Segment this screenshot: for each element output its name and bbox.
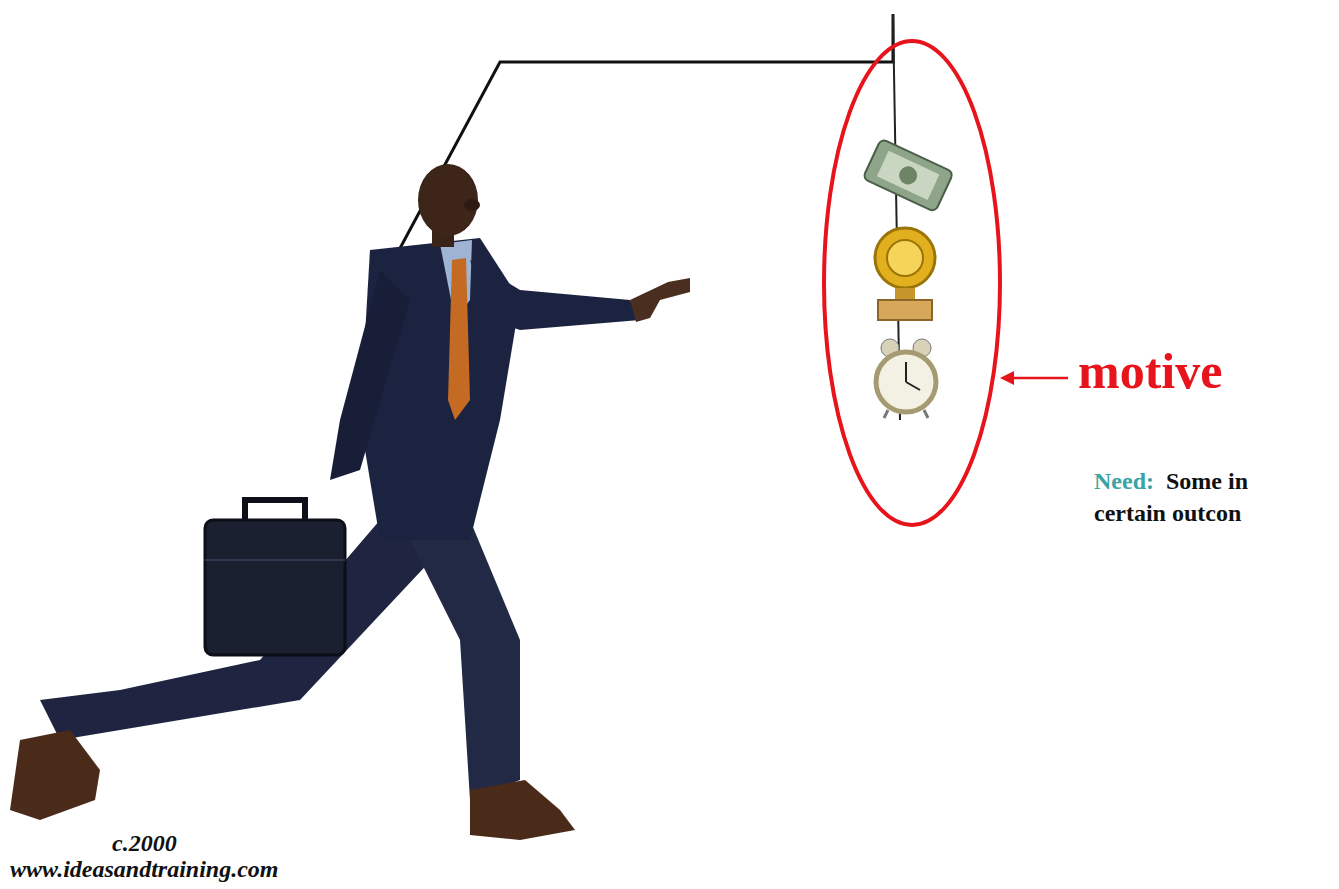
need-text: certain outcon [1094,500,1241,526]
clock-icon [876,339,936,418]
rod-line [398,14,893,252]
need-term: Need: [1094,468,1154,494]
highlight-ellipse [824,41,1000,525]
money-icon [863,139,954,213]
need-text: Some in [1166,468,1248,494]
trophy-icon [875,228,935,320]
motive-label: motive [1078,344,1222,399]
leader-line [1008,377,1068,380]
copyright-year: c.2000 [112,830,177,856]
copyright-url: www.ideasandtraining.com [10,856,279,882]
arrow-head [1000,371,1014,385]
running-man [10,164,690,840]
